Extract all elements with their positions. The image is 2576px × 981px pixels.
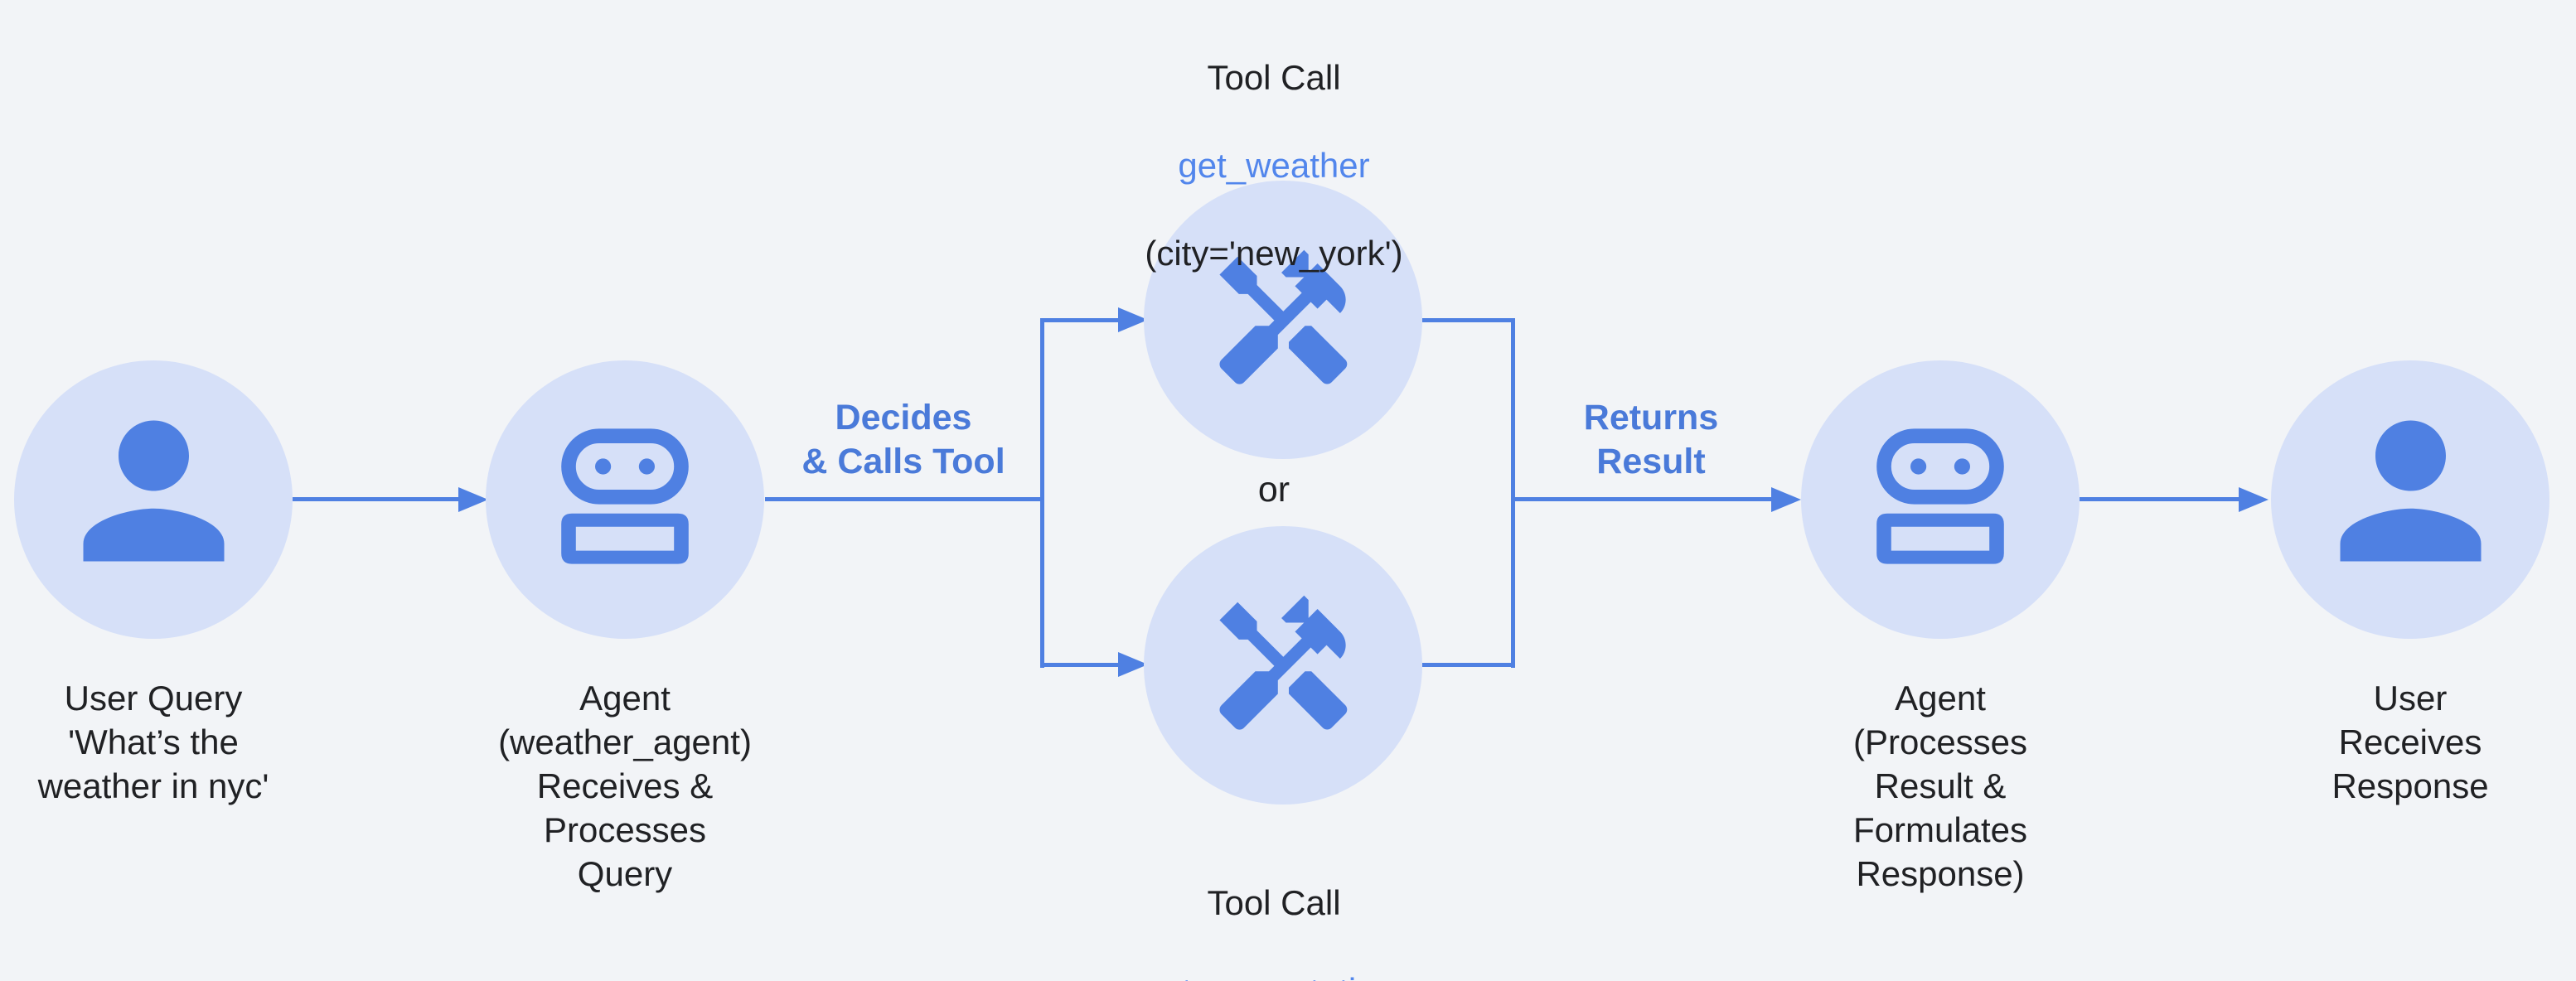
decides-calls-tool-label: Decides & Calls Tool (801, 398, 1005, 481)
tool-bottom-label: Tool Call get_current_time (1143, 837, 1404, 981)
arrowhead-tool-bottom (1118, 652, 1148, 677)
agent-right-caption: Agent (Processes Result & Formulates Res… (1852, 679, 2028, 893)
edge-tool-bottom-to-merge (1422, 663, 1515, 667)
person-icon (2340, 420, 2481, 561)
agent-left-caption: Agent (weather_agent) Receives & Process… (498, 679, 752, 893)
person-icon (83, 420, 224, 561)
user-left-node (14, 360, 293, 639)
branch-merge-line (1511, 318, 1515, 668)
arrowhead-merge-to-agent (1771, 487, 1801, 512)
tool-top-args: (city='new_york') (1145, 234, 1403, 273)
edge-branch-to-tool-top (1042, 318, 1118, 322)
tool-bottom-name: get_current_time (1143, 969, 1404, 981)
or-label: or (1257, 470, 1290, 510)
agent-right-node (1801, 360, 2080, 639)
arrowhead-tool-top (1118, 307, 1148, 332)
tool-top-name: get_weather (1178, 146, 1370, 185)
edge-tool-top-to-merge (1422, 318, 1515, 322)
user-right-node (2271, 360, 2549, 639)
handyman-icon (1218, 595, 1347, 730)
edge-agent-to-branch (765, 497, 1043, 501)
user-right-caption: User Receives Response (2331, 679, 2489, 805)
agent-left-node (486, 360, 764, 639)
user-left-caption: User Query 'What’s the weather in nyc' (37, 679, 269, 805)
tool-bottom-node (1144, 526, 1422, 805)
tool-bottom-title: Tool Call (1207, 883, 1341, 922)
tool-top-node (1144, 181, 1422, 459)
edge-branch-to-tool-bottom (1042, 663, 1118, 667)
handyman-icon (1218, 249, 1347, 384)
edge-user-to-agent (293, 497, 458, 501)
arrowhead-user-to-agent (458, 487, 488, 512)
edge-agent-to-user (2080, 497, 2239, 501)
tool-top-label: Tool Call get_weather (city='new_york') (1145, 12, 1402, 319)
arrowhead-agent-to-user (2239, 487, 2269, 512)
edge-merge-to-agent (1513, 497, 1771, 501)
tool-top-title: Tool Call (1207, 58, 1341, 97)
branch-split-line (1040, 318, 1044, 668)
returns-result-label: Returns Result (1583, 398, 1719, 481)
robot-icon (1876, 428, 2004, 564)
robot-icon (561, 428, 689, 564)
